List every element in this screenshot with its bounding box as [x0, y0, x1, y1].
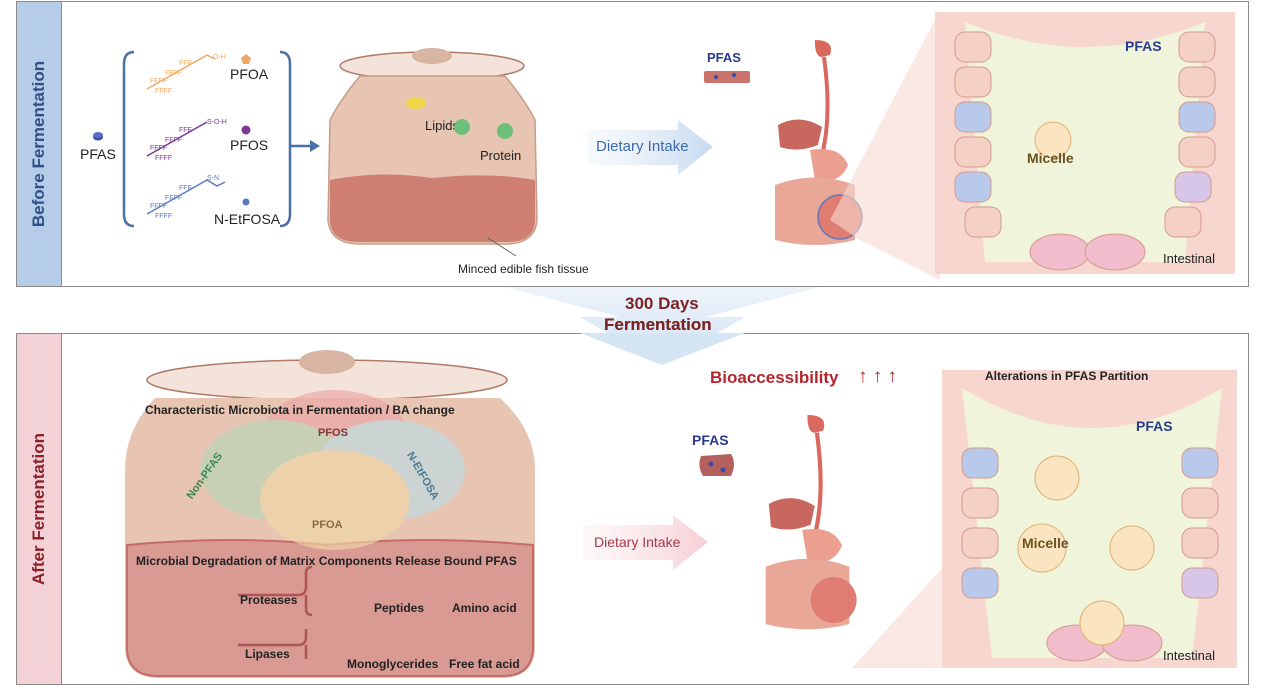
svg-text:O-H: O-H — [213, 54, 226, 61]
zoom-cone — [830, 10, 940, 280]
pfas-label: PFAS — [80, 146, 116, 162]
bioaccessibility-label: Bioaccessibility — [710, 368, 839, 387]
food-pfas-after-label: PFAS — [692, 432, 729, 448]
after-fermentation-label: After Fermentation — [29, 432, 48, 586]
microbiota-title: Characteristic Microbiota in Fermentatio… — [145, 403, 455, 417]
lipase-branch — [238, 629, 308, 659]
bioaccessibility-increase-arrows: ↑ ↑ ↑ — [858, 366, 898, 387]
protease-branch — [238, 565, 313, 617]
free-fat-acid-label: Free fat acid — [449, 657, 520, 671]
pfoa-label: PFOA — [230, 66, 269, 82]
amino-acid-label: Amino acid — [452, 601, 517, 615]
pfos-sphere-icon — [241, 125, 251, 135]
micelle-label: Micelle — [1027, 150, 1074, 166]
svg-text:S-N: S-N — [207, 175, 219, 182]
before-fermentation-sidebar: Before Fermentation — [17, 2, 62, 286]
dietary-intake-after-label: Dietary Intake — [594, 534, 681, 550]
proteases-label: Proteases — [240, 593, 298, 607]
micelle-after-label: Micelle — [1022, 535, 1069, 551]
protein-label: Protein — [480, 148, 522, 163]
contaminated-food-icon — [704, 71, 750, 83]
food-pfas-label: PFAS — [707, 50, 741, 65]
intestinal-villus-illustration — [935, 12, 1235, 274]
lipid-icon — [406, 97, 426, 109]
fermented-food-icon — [699, 454, 734, 476]
lipases-label: Lipases — [245, 647, 290, 661]
venn-pfoa-label: PFOA — [312, 519, 343, 531]
fermented-jar — [125, 350, 535, 678]
svg-text:S-O-H: S-O-H — [207, 119, 227, 126]
intestine-pfas-after-label: PFAS — [1136, 418, 1173, 434]
svg-text:FFFF: FFFF — [150, 203, 167, 210]
n-etfosa-dot-icon — [242, 198, 250, 206]
transition-line2-overlay: Fermentation — [604, 315, 712, 334]
tissue-pointer — [487, 237, 517, 257]
dietary-intake-arrow-after — [583, 515, 708, 570]
after-fermentation-sidebar: After Fermentation — [17, 334, 62, 684]
pfas-disc-icon — [93, 132, 103, 141]
svg-text:FFFF: FFFF — [155, 88, 172, 95]
fermentation-transition-arrow — [505, 287, 820, 365]
transition-arrow-tip — [580, 333, 745, 365]
transition-line1: 300 Days — [625, 294, 699, 313]
intestinal-label: Intestinal — [1163, 251, 1216, 266]
svg-text:FFFF: FFFF — [155, 213, 172, 220]
degradation-title: Microbial Degradation of Matrix Componen… — [136, 554, 517, 568]
fish-fermentation-jar — [327, 48, 538, 245]
peptides-label: Peptides — [374, 601, 425, 615]
n-etfosa-label: N-EtFOSA — [214, 211, 281, 227]
svg-text:FFFF: FFFF — [165, 195, 182, 202]
compound-bracket — [122, 50, 292, 228]
protein-icon — [454, 119, 470, 135]
partition-title: Alterations in PFAS Partition — [985, 369, 1149, 383]
digestive-system-after-illustration — [765, 415, 857, 630]
minced-fish-tissue-label: Minced edible fish tissue — [458, 262, 589, 276]
venn-pfos-label: PFOS — [318, 427, 348, 439]
svg-text:FFF: FFF — [179, 127, 192, 134]
svg-text:FFFF: FFFF — [150, 78, 167, 85]
svg-text:FFFF: FFFF — [155, 155, 172, 162]
monoglycerides-label: Monoglycerides — [347, 657, 439, 671]
svg-text:FFFF: FFFF — [165, 70, 182, 77]
svg-text:FFF: FFF — [179, 60, 192, 67]
before-fermentation-label: Before Fermentation — [29, 60, 48, 228]
svg-text:FFF: FFF — [179, 185, 192, 192]
pfoa-pentagon-icon — [241, 54, 251, 64]
transition-line2: Fermentation — [604, 315, 712, 334]
intestine-pfas-label: PFAS — [1125, 38, 1162, 54]
intestinal-villus-after-illustration — [852, 370, 1237, 668]
dietary-intake-arrow — [588, 120, 713, 175]
protein-icon — [497, 123, 513, 139]
bracket-arrow — [290, 140, 320, 152]
svg-text:FFFF: FFFF — [150, 145, 167, 152]
pfos-label: PFOS — [230, 137, 269, 153]
intestinal-after-label: Intestinal — [1163, 648, 1216, 663]
dietary-intake-label: Dietary Intake — [596, 138, 689, 155]
lipids-label: Lipids — [425, 118, 459, 133]
svg-text:FFFF: FFFF — [165, 137, 182, 144]
